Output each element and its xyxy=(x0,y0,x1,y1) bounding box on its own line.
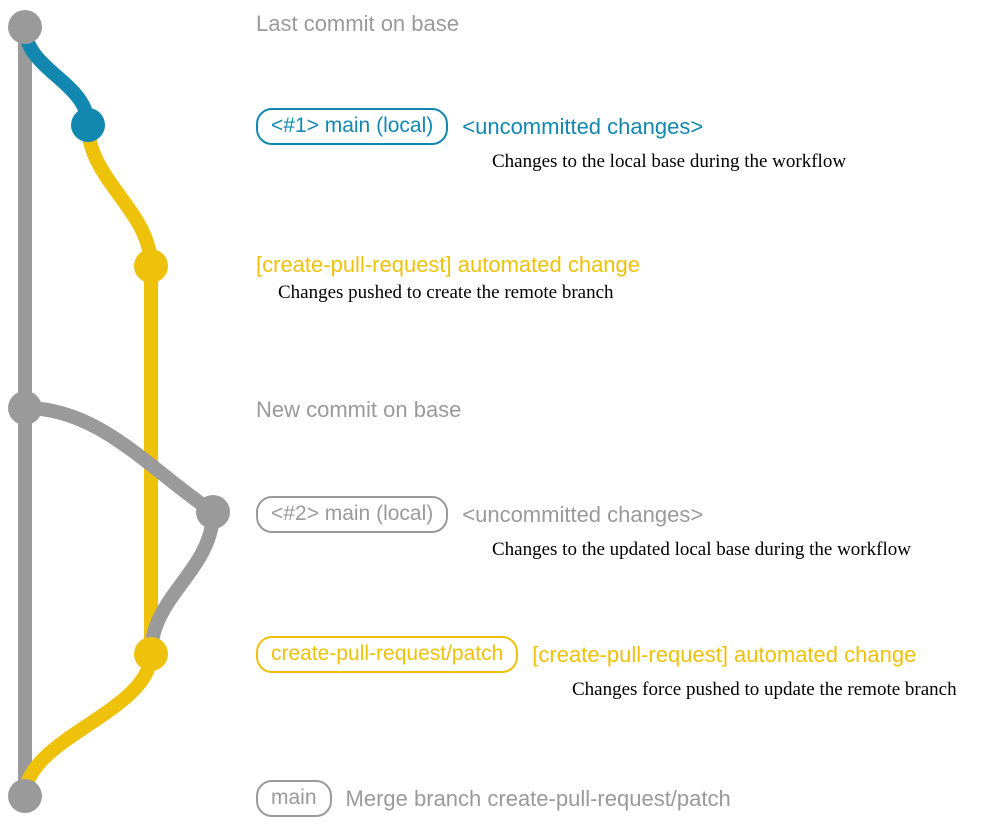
annotation-new-commit-on-base: New commit on base xyxy=(256,398,461,421)
annotation-headline: Merge branch create-pull-request/patch xyxy=(345,785,731,811)
annotation-local-2: <#2> main (local) <uncommitted changes> … xyxy=(256,496,911,561)
edge-local-gray-out xyxy=(18,401,220,519)
annotation-headline: [create-pull-request] automated change xyxy=(256,252,641,277)
commit-node-local-1[interactable] xyxy=(71,108,105,142)
edge-pr-yellow-upper xyxy=(81,118,158,273)
annotation-headline: Last commit on base xyxy=(256,11,459,36)
commit-node-new-commit-on-base[interactable] xyxy=(8,391,42,425)
annotation-headline: <uncommitted changes> xyxy=(462,113,704,139)
edge-merge-yellow xyxy=(18,647,158,803)
commit-node-local-2[interactable] xyxy=(196,495,230,529)
commit-node-merge[interactable] xyxy=(8,779,42,813)
annotation-headline: New commit on base xyxy=(256,397,462,422)
annotation-local-1: <#1> main (local) <uncommitted changes> … xyxy=(256,108,846,173)
annotation-subtext: Changes to the local base during the wor… xyxy=(492,151,847,173)
annotation-merge: main Merge branch create-pull-request/pa… xyxy=(256,780,731,818)
branch-pill-main-local-1[interactable]: <#1> main (local) xyxy=(256,108,449,146)
edge-local-gray-in xyxy=(144,505,220,661)
branch-pill-main[interactable]: main xyxy=(256,780,332,818)
annotation-last-commit-on-base: Last commit on base xyxy=(256,12,459,35)
annotation-headline: [create-pull-request] automated change xyxy=(532,641,917,667)
annotation-pr-automated-1: [create-pull-request] automated change C… xyxy=(256,253,640,304)
branch-pill-create-pull-request-patch[interactable]: create-pull-request/patch xyxy=(256,636,519,674)
branch-pill-main-local-2[interactable]: <#2> main (local) xyxy=(256,496,449,534)
commit-node-pr-automated-1[interactable] xyxy=(134,249,168,283)
annotation-headline: <uncommitted changes> xyxy=(462,501,704,527)
commit-node-pr-automated-2[interactable] xyxy=(134,637,168,671)
annotation-subtext: Changes to the updated local base during… xyxy=(492,539,911,561)
annotation-subtext: Changes force pushed to update the remot… xyxy=(572,679,957,701)
annotation-pr-automated-2: create-pull-request/patch [create-pull-r… xyxy=(256,636,957,701)
commit-node-last-commit-on-base[interactable] xyxy=(8,10,42,44)
annotation-subtext: Changes pushed to create the remote bran… xyxy=(278,282,614,304)
